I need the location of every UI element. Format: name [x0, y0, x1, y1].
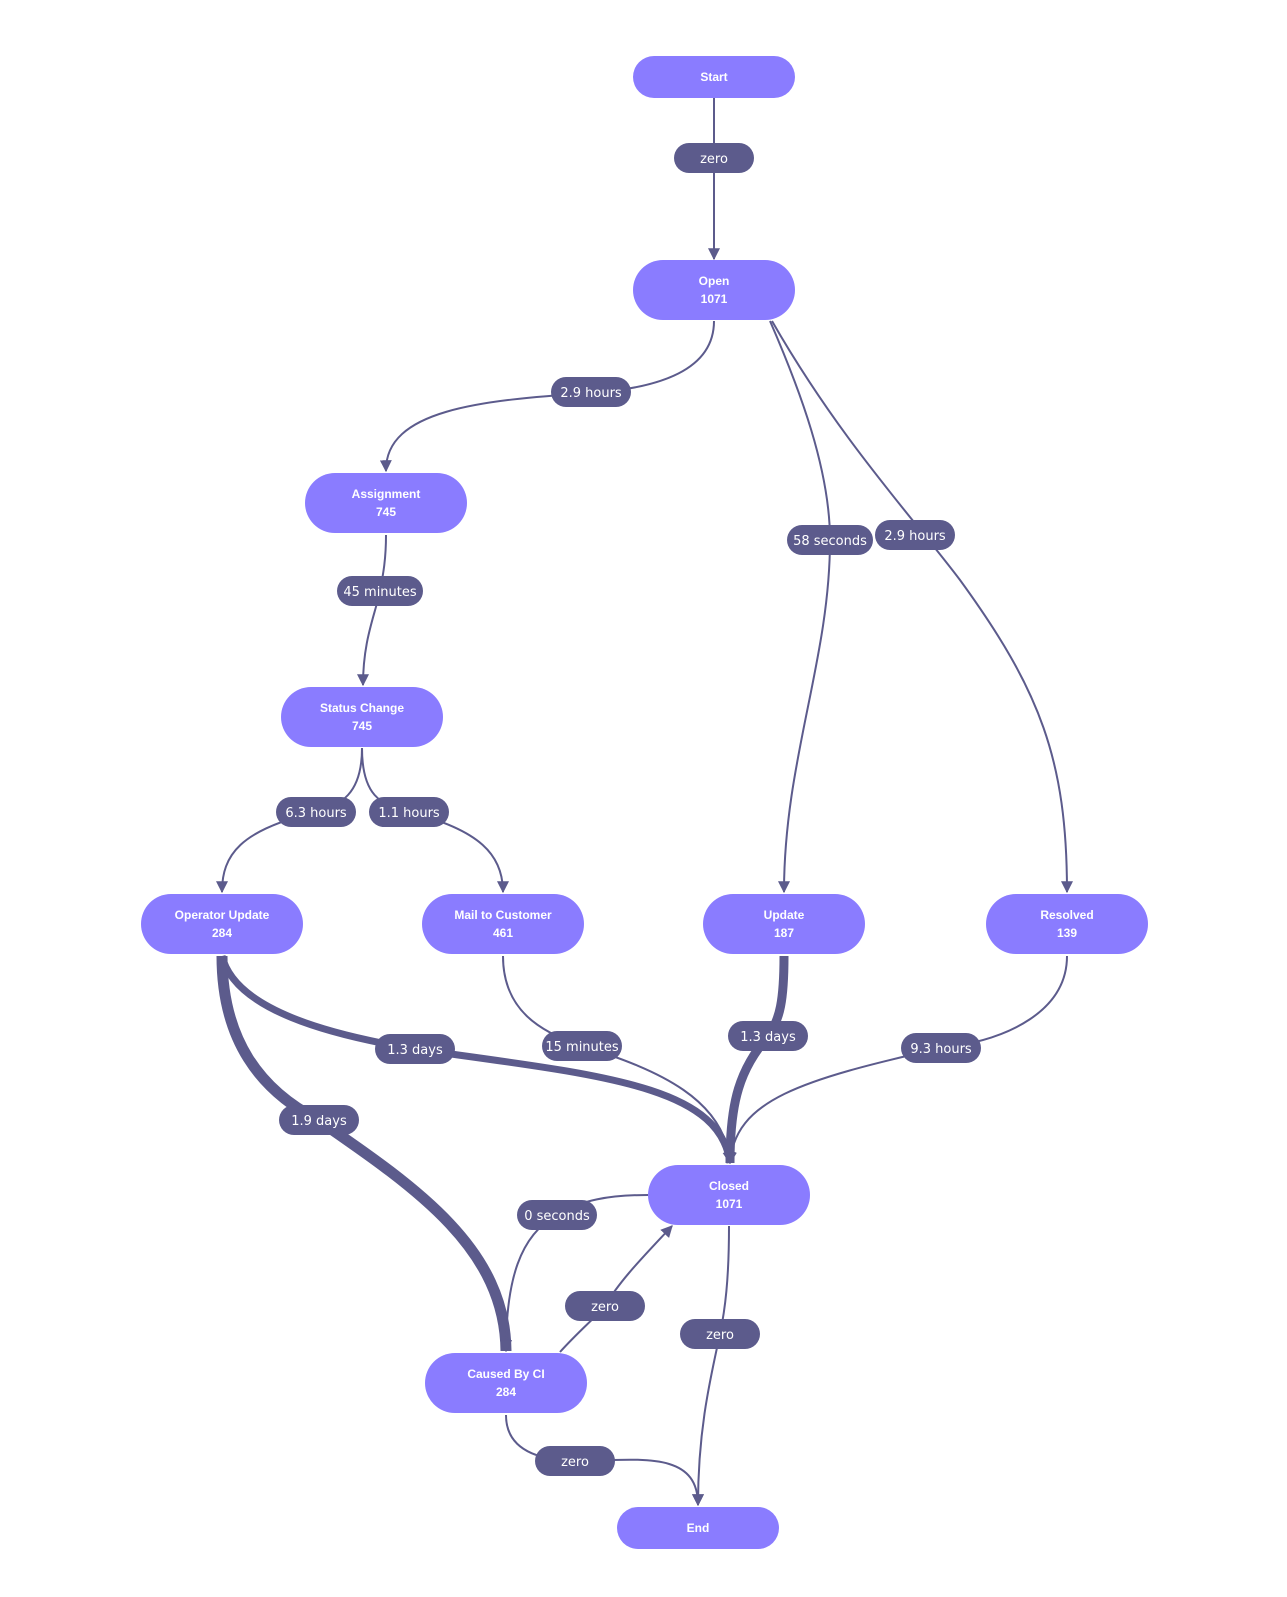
node-closed-count: 1071: [716, 1197, 743, 1211]
edge-label-status-mail: 1.1 hours: [369, 797, 449, 827]
edge-label-open-resolved: 2.9 hours: [875, 520, 955, 550]
svg-text:zero: zero: [591, 1300, 619, 1315]
node-open[interactable]: Open 1071: [633, 260, 795, 320]
svg-text:9.3 hours: 9.3 hours: [910, 1042, 972, 1057]
edge-mail-closed[interactable]: [502, 955, 736, 1165]
node-operator-update-title: Operator Update: [175, 908, 270, 922]
node-status-change-count: 745: [352, 719, 372, 733]
node-resolved-title: Resolved: [1040, 908, 1093, 922]
node-update-title: Update: [764, 908, 805, 922]
edge-label-mail-closed: 15 minutes: [542, 1031, 622, 1061]
node-status-change[interactable]: Status Change 745: [281, 687, 443, 747]
nodes-layer: Start Open 1071 Assignment 745 Status Ch…: [141, 56, 1148, 1549]
edge-label-open-update: 58 seconds: [787, 525, 873, 555]
svg-text:zero: zero: [700, 152, 728, 167]
svg-text:1.1 hours: 1.1 hours: [378, 806, 440, 821]
node-caused-by-ci[interactable]: Caused By CI 284: [425, 1353, 587, 1413]
svg-text:zero: zero: [706, 1328, 734, 1343]
edge-caused-closed[interactable]: [559, 1225, 673, 1353]
svg-text:58 seconds: 58 seconds: [793, 534, 867, 549]
node-caused-by-ci-count: 284: [496, 1385, 516, 1399]
node-open-title: Open: [699, 274, 730, 288]
edge-label-operator-caused: 1.9 days: [279, 1105, 359, 1135]
edge-open-assignment[interactable]: [379, 320, 715, 473]
edge-label-caused-closed: zero: [565, 1291, 645, 1321]
node-mail-to-customer-title: Mail to Customer: [454, 908, 552, 922]
node-mail-to-customer[interactable]: Mail to Customer 461: [422, 894, 584, 954]
node-assignment-count: 745: [376, 505, 396, 519]
edge-labels-layer: zero 2.9 hours 58 seconds 2.9 hours 45 m…: [276, 143, 981, 1476]
node-update[interactable]: Update 187: [703, 894, 865, 954]
edge-label-caused-end: zero: [535, 1446, 615, 1476]
node-open-count: 1071: [701, 292, 728, 306]
node-start[interactable]: Start: [633, 56, 795, 98]
edge-label-closed-caused: 0 seconds: [517, 1200, 597, 1230]
node-end-title: End: [687, 1521, 710, 1535]
edge-label-open-assignment: 2.9 hours: [551, 377, 631, 407]
edge-label-start-open: zero: [674, 143, 754, 173]
edge-label-resolved-closed: 9.3 hours: [901, 1033, 981, 1063]
node-assignment[interactable]: Assignment 745: [305, 473, 467, 533]
svg-text:1.9 days: 1.9 days: [291, 1114, 347, 1129]
svg-text:1.3 days: 1.3 days: [740, 1030, 796, 1045]
svg-text:45 minutes: 45 minutes: [343, 585, 417, 600]
svg-text:zero: zero: [561, 1455, 589, 1470]
svg-text:15 minutes: 15 minutes: [545, 1040, 619, 1055]
node-start-title: Start: [700, 70, 727, 84]
edge-label-assignment-status: 45 minutes: [337, 576, 423, 606]
edge-label-status-operator: 6.3 hours: [276, 797, 356, 827]
edge-open-update[interactable]: [769, 320, 832, 894]
edge-label-closed-end: zero: [680, 1319, 760, 1349]
svg-text:6.3 hours: 6.3 hours: [285, 806, 347, 821]
svg-text:2.9 hours: 2.9 hours: [560, 386, 622, 401]
edge-assignment-status[interactable]: [357, 534, 387, 687]
edge-label-operator-closed: 1.3 days: [375, 1034, 455, 1064]
node-status-change-title: Status Change: [320, 701, 404, 715]
node-resolved[interactable]: Resolved 139: [986, 894, 1148, 954]
edge-label-update-closed: 1.3 days: [728, 1021, 808, 1051]
svg-text:0 seconds: 0 seconds: [524, 1209, 590, 1224]
edge-closed-end[interactable]: [692, 1225, 730, 1507]
node-end[interactable]: End: [617, 1507, 779, 1549]
node-closed-title: Closed: [709, 1179, 749, 1193]
node-mail-to-customer-count: 461: [493, 926, 513, 940]
svg-text:1.3 days: 1.3 days: [387, 1043, 443, 1058]
node-operator-update-count: 284: [212, 926, 232, 940]
node-update-count: 187: [774, 926, 794, 940]
node-closed[interactable]: Closed 1071: [648, 1165, 810, 1225]
edge-open-resolved[interactable]: [771, 320, 1073, 894]
edge-operator-caused[interactable]: [216, 955, 512, 1353]
node-resolved-count: 139: [1057, 926, 1077, 940]
svg-text:2.9 hours: 2.9 hours: [884, 529, 946, 544]
node-assignment-title: Assignment: [352, 487, 421, 501]
node-operator-update[interactable]: Operator Update 284: [141, 894, 303, 954]
node-caused-by-ci-title: Caused By CI: [467, 1367, 544, 1381]
